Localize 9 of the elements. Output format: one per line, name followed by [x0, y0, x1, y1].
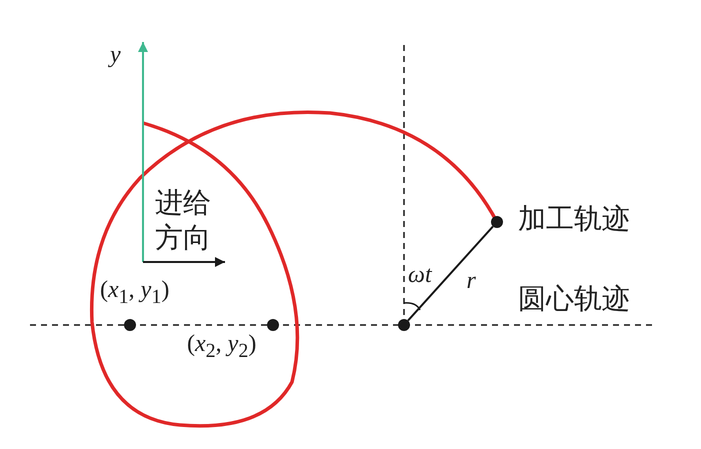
- angle-label: ωt: [408, 262, 432, 288]
- text-label: 圆心轨迹: [518, 284, 630, 315]
- coordinate-label: (x$_{1}$, y$_{1}$): [100, 277, 170, 308]
- edge-label: r: [466, 268, 476, 294]
- text-label: 进给方向: [155, 185, 212, 255]
- text-label: 加工轨迹: [518, 204, 630, 235]
- axis-label: y: [110, 42, 121, 68]
- coordinate-label: (x$_{2}$, y$_{2}$): [187, 331, 256, 362]
- radius-line: [407, 226, 494, 322]
